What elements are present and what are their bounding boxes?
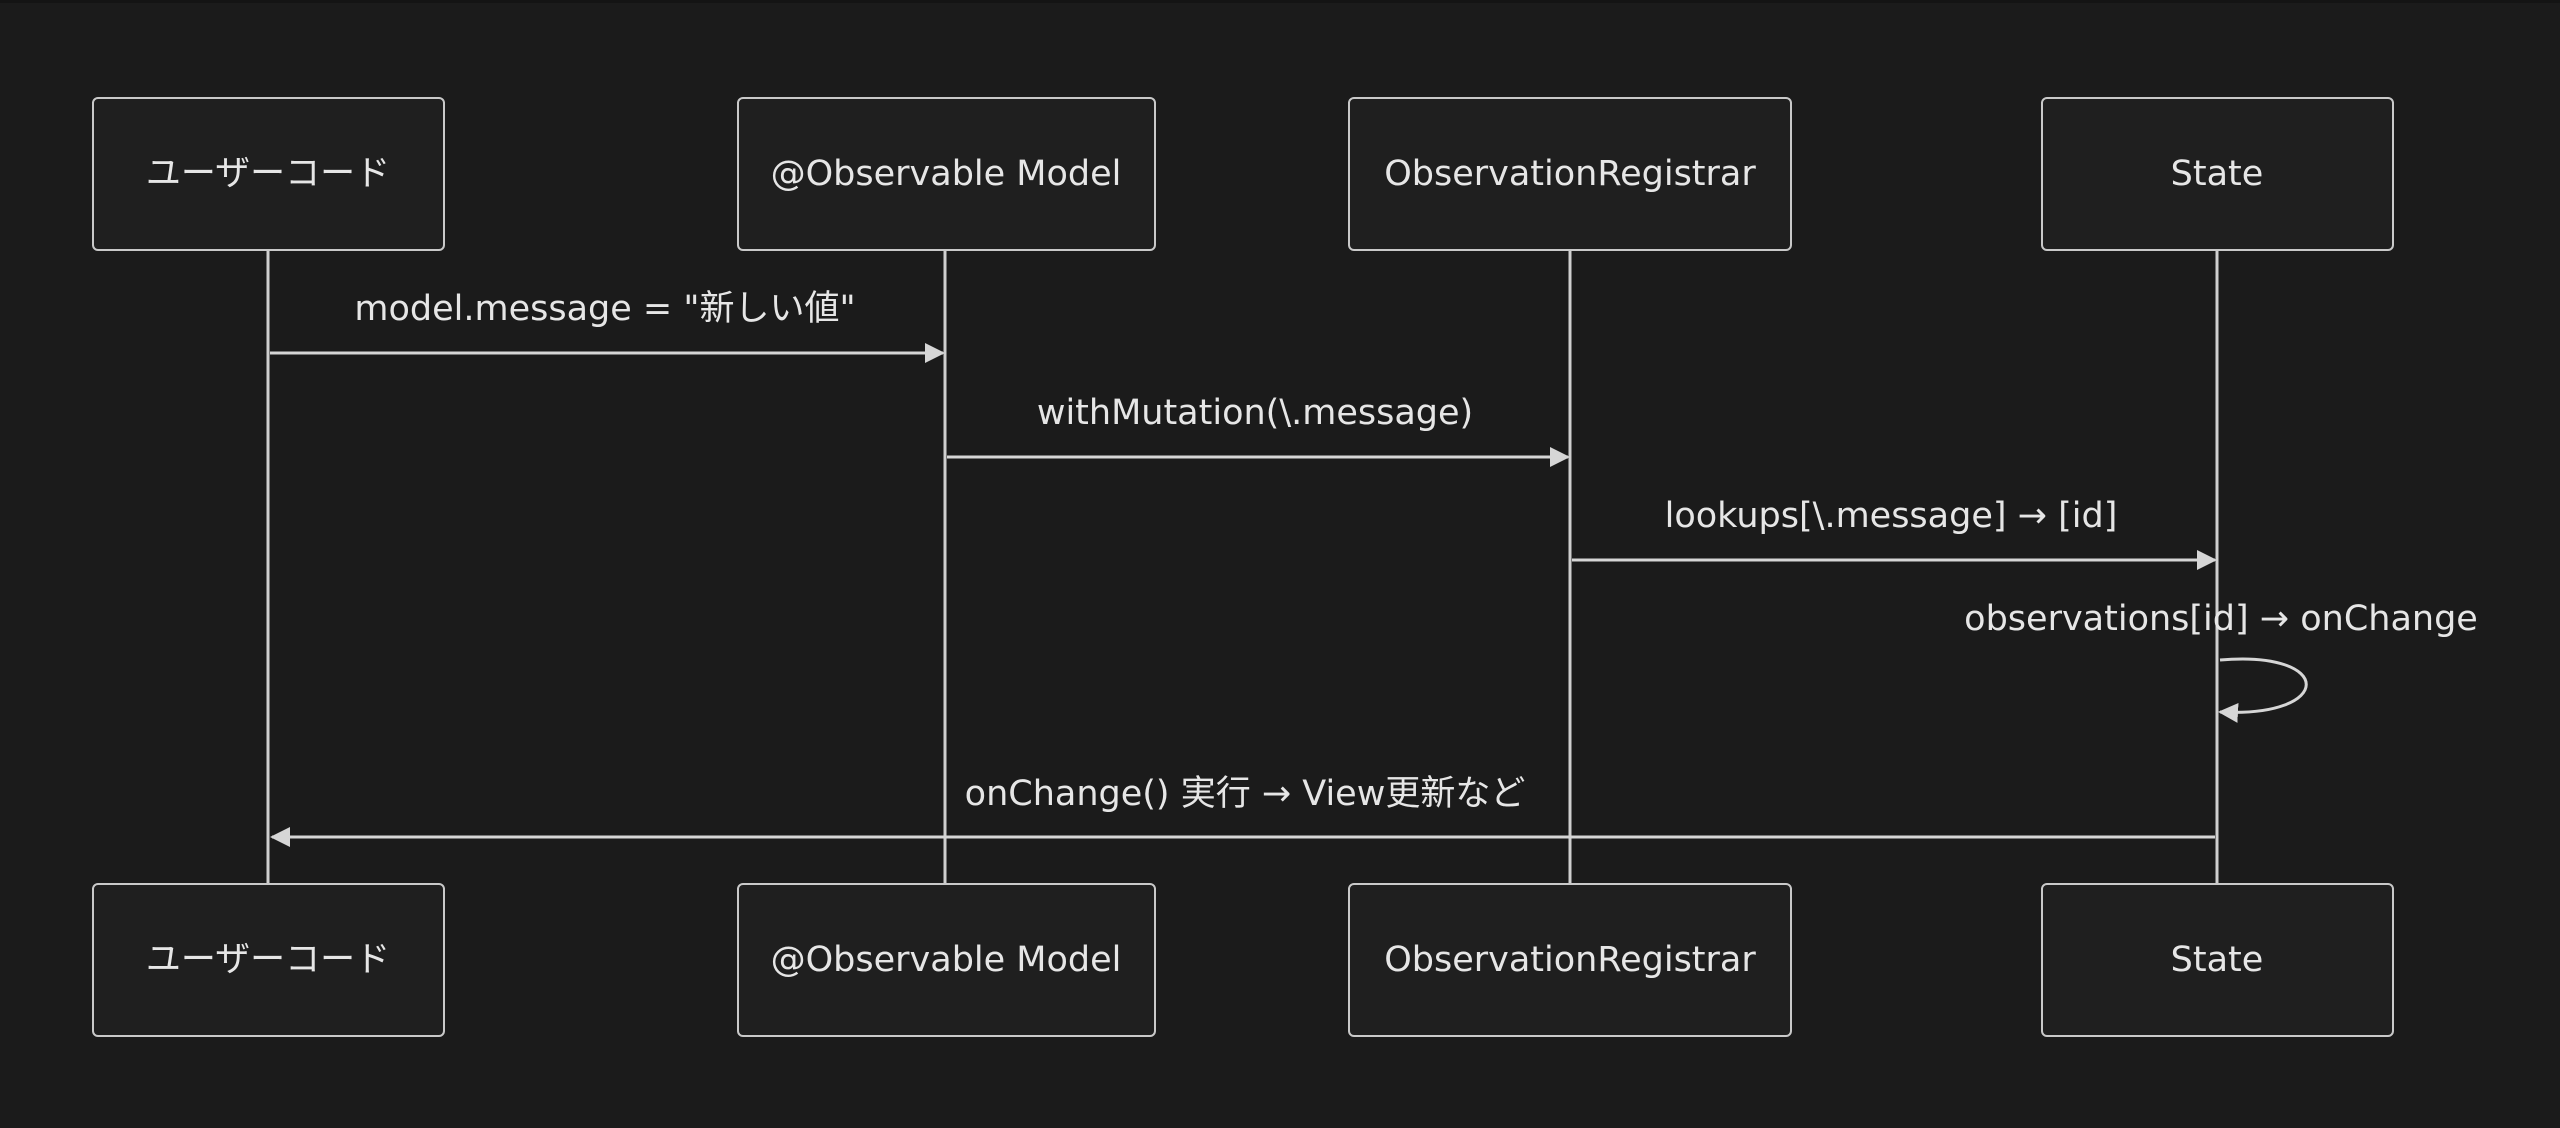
message-label: lookups[\.message] → [id] (1665, 496, 2118, 536)
message-1: model.message = "新しい値" (270, 289, 945, 363)
participants-bottom: ユーザーコード @Observable Model ObservationReg… (92, 883, 2394, 1037)
participant-label: ObservationRegistrar (1384, 154, 1756, 194)
participant-label: State (2171, 154, 2264, 194)
message-3: lookups[\.message] → [id] (1572, 496, 2217, 570)
participant-user-bottom: ユーザーコード (92, 883, 445, 1037)
participant-label: State (2171, 940, 2264, 980)
participant-registrar-top: ObservationRegistrar (1348, 97, 1792, 251)
participant-model-top: @Observable Model (737, 97, 1156, 251)
participant-label: ユーザーコード (146, 940, 390, 980)
lifelines (266, 250, 2219, 884)
participant-state-bottom: State (2041, 883, 2394, 1037)
message-label: withMutation(\.message) (1037, 393, 1473, 433)
participant-label: ObservationRegistrar (1384, 940, 1756, 980)
participant-label: ユーザーコード (146, 154, 390, 194)
message-5: onChange() 実行 → View更新など (270, 774, 2215, 847)
window-top-border (0, 0, 2560, 3)
message-label: model.message = "新しい値" (354, 289, 855, 329)
participant-label: @Observable Model (771, 940, 1122, 980)
message-4-self: observations[id] → onChange (1964, 599, 2478, 723)
participant-label: @Observable Model (771, 154, 1122, 194)
participant-model-bottom: @Observable Model (737, 883, 1156, 1037)
participant-user-top: ユーザーコード (92, 97, 445, 251)
participant-registrar-bottom: ObservationRegistrar (1348, 883, 1792, 1037)
message-label: observations[id] → onChange (1964, 599, 2478, 639)
participant-state-top: State (2041, 97, 2394, 251)
message-self-loop (2218, 657, 2308, 723)
messages: model.message = "新しい値" withMutation(\.me… (270, 289, 2478, 847)
participants-top: ユーザーコード @Observable Model ObservationReg… (92, 97, 2394, 251)
message-label: onChange() 実行 → View更新など (965, 774, 1526, 814)
message-2: withMutation(\.message) (947, 393, 1570, 467)
